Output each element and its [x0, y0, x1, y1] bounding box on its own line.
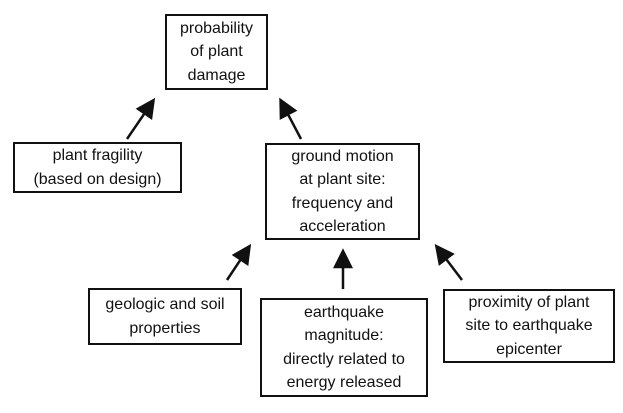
arrow-ground-motion-to-probability	[279, 97, 303, 140]
node-fragility-label: plant fragility (based on design)	[33, 147, 162, 188]
arrow-geologic-to-ground-motion	[225, 243, 252, 281]
arrow-proximity-to-ground-motion	[434, 244, 463, 281]
node-proximity-label: proximity of plant site to earthquake ep…	[465, 294, 593, 358]
node-ground-motion-label: ground motion at plant site: frequency a…	[291, 148, 394, 235]
node-proximity-to-epicenter: proximity of plant site to earthquake ep…	[443, 289, 615, 363]
node-geologic-label: geologic and soil properties	[105, 296, 225, 337]
node-earthquake-magnitude: earthquake magnitude: directly related t…	[260, 298, 428, 397]
node-probability-label: probability of plant damage	[180, 20, 253, 84]
node-plant-fragility: plant fragility (based on design)	[13, 142, 182, 193]
arrow-fragility-to-probability	[125, 97, 156, 140]
node-ground-motion: ground motion at plant site: frequency a…	[265, 143, 420, 240]
node-magnitude-label: earthquake magnitude: directly related t…	[283, 304, 405, 391]
node-geologic-soil-properties: geologic and soil properties	[88, 288, 242, 345]
node-probability-of-plant-damage: probability of plant damage	[165, 14, 268, 90]
